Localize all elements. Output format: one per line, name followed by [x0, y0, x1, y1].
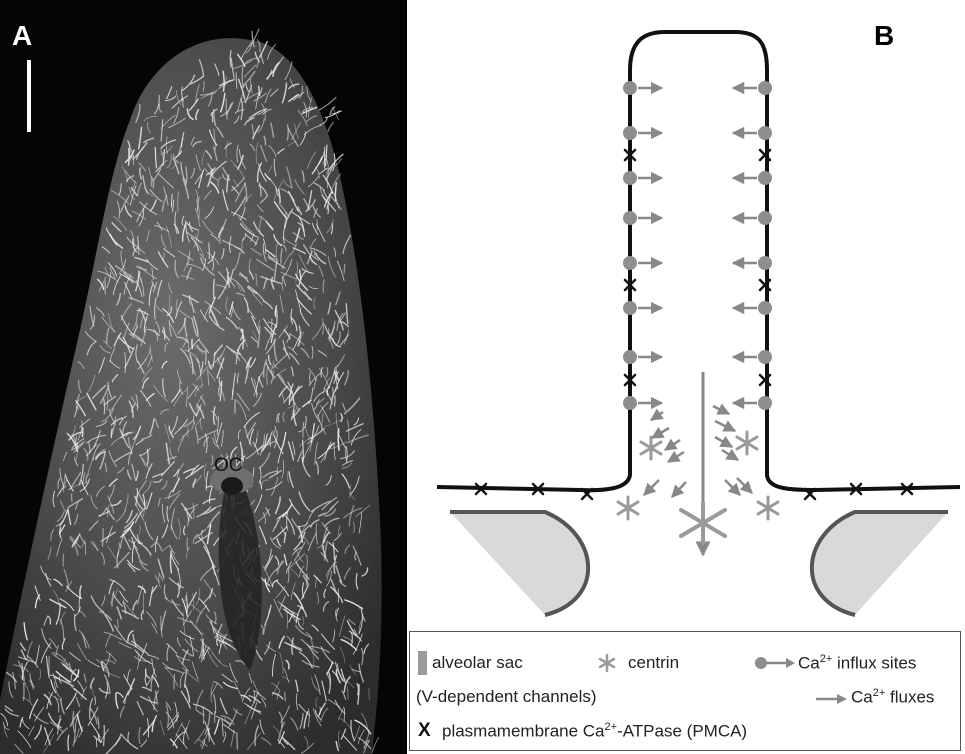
- cilium: [344, 264, 345, 272]
- influx-site: [623, 350, 637, 364]
- legend: alveolar sac centrin Ca2+ influx sites (…: [409, 631, 961, 751]
- cilium: [63, 554, 64, 566]
- centrin: [618, 497, 638, 519]
- influx-site: [758, 301, 772, 315]
- flux-arrow: [713, 406, 729, 414]
- base-flux-arrows: [644, 406, 752, 497]
- flux-arrow: [715, 437, 732, 447]
- flux-legend-icon: [816, 693, 848, 705]
- influx-site: [623, 81, 637, 95]
- cilium: [236, 73, 237, 89]
- legend-centrin: centrin: [628, 653, 679, 673]
- flux-arrow: [725, 480, 740, 495]
- centrin: [641, 437, 661, 459]
- influx-legend-icon: [754, 656, 796, 670]
- flux-arrow: [672, 482, 686, 497]
- pmca-marks: [476, 150, 912, 499]
- centrin: [737, 432, 757, 454]
- influx-site: [758, 350, 772, 364]
- cilium: [104, 399, 105, 414]
- influx-arrows-left: [638, 88, 662, 403]
- oral-cavity-label: OC: [214, 455, 243, 477]
- cilium: [328, 206, 329, 214]
- legend-fluxes: Ca2+ fluxes: [851, 687, 934, 708]
- flux-arrow: [652, 428, 669, 438]
- cilium: [174, 675, 175, 689]
- pmca-legend-symbol: X: [418, 720, 431, 742]
- influx-site: [623, 256, 637, 270]
- influx-site: [623, 396, 637, 410]
- influx-site: [758, 256, 772, 270]
- flux-arrow: [722, 450, 738, 460]
- plasma-membrane: [437, 32, 960, 490]
- legend-influx-sites: Ca2+ influx sites: [798, 653, 916, 674]
- influx-site: [758, 81, 772, 95]
- centrin-large: [681, 503, 725, 543]
- influx-site: [758, 126, 772, 140]
- centrin: [758, 497, 778, 519]
- legend-alveolar-sac: alveolar sac: [432, 653, 523, 673]
- influx-site: [623, 126, 637, 140]
- cilium: [103, 529, 104, 547]
- cilium: [259, 86, 260, 95]
- cilium: [328, 123, 333, 132]
- alveolar-sac-swatch: [418, 651, 427, 675]
- flux-arrow: [737, 478, 752, 493]
- influx-site: [758, 211, 772, 225]
- legend-channels: (V-dependent channels): [416, 687, 597, 707]
- influx-site: [623, 211, 637, 225]
- cilium: [68, 735, 69, 750]
- micrograph-panel: A OC: [0, 0, 407, 754]
- cell-micrograph: [0, 0, 407, 754]
- influx-site: [623, 301, 637, 315]
- flux-arrow: [715, 421, 735, 431]
- panel-label-a: A: [12, 22, 32, 50]
- flux-arrow: [644, 480, 659, 495]
- flux-arrow: [665, 440, 680, 450]
- flux-arrow: [668, 452, 684, 462]
- influx-site: [758, 396, 772, 410]
- influx-site: [623, 171, 637, 185]
- cilium: [209, 243, 210, 259]
- cilium: [24, 683, 25, 700]
- oral-cavity-opening: [221, 477, 243, 495]
- centrin-legend-icon: [597, 653, 617, 673]
- flux-arrow: [651, 412, 663, 420]
- centrin-marks: [618, 432, 778, 543]
- scale-bar: [27, 60, 31, 132]
- cilium: [324, 147, 325, 169]
- cilium: [232, 390, 233, 400]
- influx-site: [758, 171, 772, 185]
- influx-arrows-right: [733, 88, 757, 403]
- cilium: [335, 183, 336, 201]
- legend-pmca: plasmamembrane Ca2+-ATPase (PMCA): [442, 721, 747, 742]
- cilium: [214, 279, 215, 298]
